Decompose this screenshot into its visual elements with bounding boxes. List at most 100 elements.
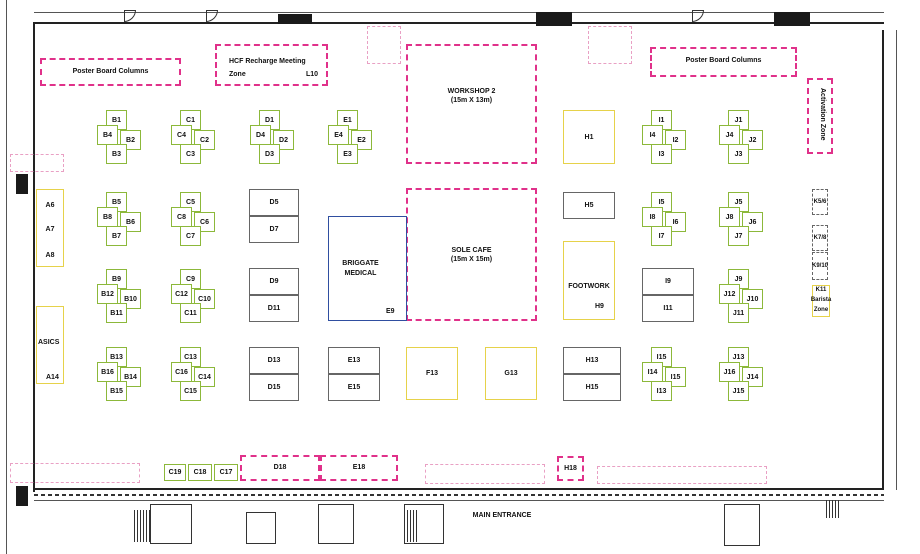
main-entrance-label: MAIN ENTRANCE [472, 512, 532, 519]
booth-h13[interactable]: H13 [563, 347, 621, 374]
booth-c13-left[interactable]: C16 [171, 362, 192, 382]
bottom-wall-outer [34, 500, 884, 501]
booth-c13-bottom[interactable]: C15 [180, 381, 201, 401]
booth-c1-left[interactable]: C4 [171, 125, 192, 145]
top-vent-right [536, 12, 572, 26]
booth-b1-left[interactable]: B4 [97, 125, 118, 145]
sole-cafe-size: (15m X 15m) [450, 256, 493, 263]
top-door-1 [124, 10, 136, 22]
hcf-label-2: Zone [229, 71, 246, 78]
booth-c17[interactable]: C17 [214, 464, 238, 481]
booth-j5-bottom[interactable]: J7 [728, 226, 749, 246]
sole-cafe-zone[interactable] [406, 188, 537, 321]
activation-zone[interactable] [807, 78, 833, 154]
booth-d9[interactable]: D9 [249, 268, 299, 295]
booth-h18-zone[interactable] [557, 456, 584, 481]
booth-i5-left[interactable]: I8 [642, 207, 663, 227]
booth-footwork[interactable] [563, 241, 615, 320]
annex-5 [724, 504, 760, 546]
booth-i13-left[interactable]: I14 [642, 362, 663, 382]
booth-d11[interactable]: D11 [249, 295, 299, 322]
bottom-zone-2 [425, 464, 545, 484]
booth-d1-bottom[interactable]: D3 [259, 144, 280, 164]
booth-i9[interactable]: I9 [642, 268, 694, 295]
door-zone-2 [588, 26, 632, 64]
booth-e1-left[interactable]: E4 [328, 125, 349, 145]
booth-g13[interactable]: G13 [485, 347, 537, 400]
booth-briggate-medical[interactable] [328, 216, 407, 321]
booth-c18[interactable]: C18 [188, 464, 212, 481]
booth-d1-left[interactable]: D4 [250, 125, 271, 145]
booth-j13-bottom[interactable]: J15 [728, 381, 749, 401]
booth-a6: A6 [45, 202, 55, 209]
booth-b5-bottom[interactable]: B7 [106, 226, 127, 246]
booth-h15[interactable]: H15 [563, 374, 621, 401]
booth-a6-a8[interactable] [36, 189, 64, 267]
medical-label: MEDICAL [344, 270, 377, 277]
booth-c9-bottom[interactable]: C11 [180, 303, 201, 323]
booth-e13[interactable]: E13 [328, 347, 380, 374]
booth-k11[interactable] [812, 285, 830, 317]
booth-e18-label: E18 [352, 464, 366, 471]
booth-d18-zone[interactable] [240, 455, 320, 481]
booth-d15[interactable]: D15 [249, 374, 299, 401]
booth-e1-bottom[interactable]: E3 [337, 144, 358, 164]
booth-k7[interactable]: K7/8 [812, 225, 828, 251]
top-door-3 [692, 10, 704, 22]
workshop-2-zone[interactable] [406, 44, 537, 164]
booth-d7[interactable]: D7 [249, 216, 299, 243]
booth-h5[interactable]: H5 [563, 192, 615, 219]
poster-board-label-left: Poster Board Columns [72, 68, 149, 75]
booth-j5-left[interactable]: J8 [719, 207, 740, 227]
poster-board-zone-left[interactable] [40, 58, 181, 86]
booth-b9-left[interactable]: B12 [97, 284, 118, 304]
briggate-label: BRIGGATE [342, 260, 379, 267]
booth-j1-bottom[interactable]: J3 [728, 144, 749, 164]
booth-j1-left[interactable]: J4 [719, 125, 740, 145]
booth-d5[interactable]: D5 [249, 189, 299, 216]
workshop-2-label: WORKSHOP 2 [447, 88, 496, 95]
bottom-zone-1 [10, 463, 140, 483]
booth-c1-bottom[interactable]: C3 [180, 144, 201, 164]
booth-i5-bottom[interactable]: I7 [651, 226, 672, 246]
booth-c9-left[interactable]: C12 [171, 284, 192, 304]
k11-label: K11 [815, 287, 827, 293]
booth-c19[interactable]: C19 [164, 464, 186, 481]
booth-e15[interactable]: E15 [328, 374, 380, 401]
booth-c5-bottom[interactable]: C7 [180, 226, 201, 246]
booth-j9-bottom[interactable]: J11 [728, 303, 749, 323]
booth-i13-bottom[interactable]: I13 [651, 381, 672, 401]
poster-board-zone-right[interactable] [650, 47, 797, 77]
booth-d13[interactable]: D13 [249, 347, 299, 374]
hcf-recharge-zone[interactable] [215, 44, 328, 86]
booth-j13-left[interactable]: J16 [719, 362, 740, 382]
booth-c5-left[interactable]: C8 [171, 207, 192, 227]
booth-e9: E9 [386, 308, 395, 315]
booth-h1[interactable]: H1 [563, 110, 615, 164]
booth-i1-bottom[interactable]: I3 [651, 144, 672, 164]
top-wall-outer [34, 12, 884, 13]
left-wall [33, 22, 35, 492]
booth-b9-bottom[interactable]: B11 [106, 303, 127, 323]
booth-b5-left[interactable]: B8 [97, 207, 118, 227]
left-door-bottom [16, 486, 28, 506]
right-vent [774, 12, 810, 26]
booth-i11[interactable]: I11 [642, 295, 694, 322]
booth-b1-bottom[interactable]: B3 [106, 144, 127, 164]
booth-b13-left[interactable]: B16 [97, 362, 118, 382]
booth-j9-left[interactable]: J12 [719, 284, 740, 304]
booth-asics-label: ASICS [38, 339, 60, 346]
left-edge-zone [10, 154, 64, 172]
booth-f13[interactable]: F13 [406, 347, 458, 400]
booth-b13-bottom[interactable]: B15 [106, 381, 127, 401]
booth-k9[interactable]: K9/10 [812, 252, 828, 280]
booth-e18-zone[interactable] [320, 455, 398, 481]
bottom-wall [34, 488, 884, 490]
booth-asics[interactable] [36, 306, 64, 384]
booth-k5[interactable]: K5/6 [812, 189, 828, 215]
booth-i1-left[interactable]: I4 [642, 125, 663, 145]
right-wall [882, 30, 884, 490]
bottom-facade [34, 494, 884, 496]
left-wall-outer [6, 0, 7, 554]
